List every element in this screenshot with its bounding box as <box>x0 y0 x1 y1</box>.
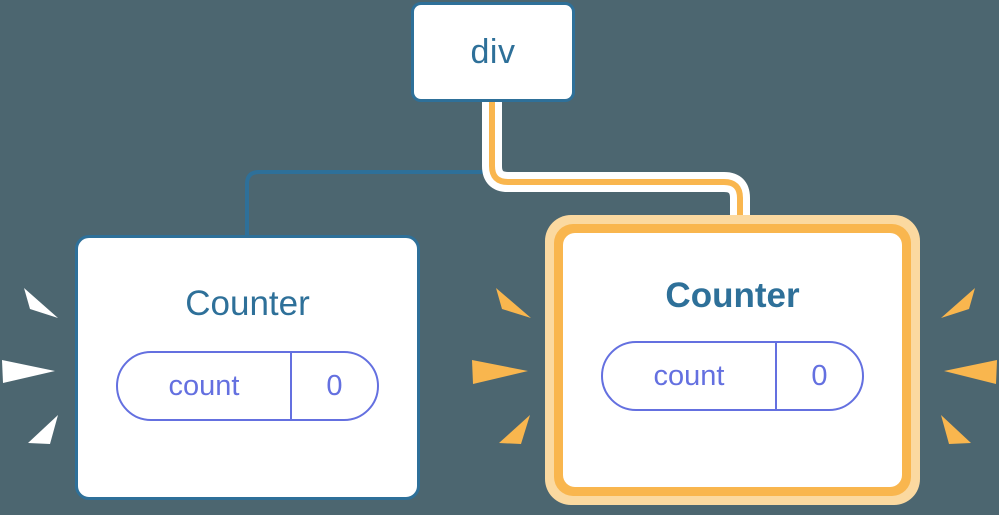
sparkle-ray-icon <box>28 415 58 444</box>
sparkle-left <box>2 288 58 444</box>
sparkle-ray-icon <box>472 360 528 384</box>
state-pill-counter-right[interactable]: count 0 <box>601 341 864 411</box>
sparkle-ray-icon <box>941 415 971 444</box>
state-pill-counter-left[interactable]: count 0 <box>116 351 379 421</box>
node-counter-right[interactable]: Counter count 0 <box>563 233 902 487</box>
sparkle-ray-icon <box>941 288 975 318</box>
sparkle-ray-icon <box>2 360 55 383</box>
sparkle-right <box>941 288 997 444</box>
state-value-label: 0 <box>775 343 862 409</box>
state-key-label: count <box>653 359 725 392</box>
node-counter-left-label: Counter <box>185 284 310 323</box>
sparkle-ray-icon <box>496 288 531 318</box>
state-value-label: 0 <box>290 353 377 419</box>
sparkle-middle <box>472 288 531 444</box>
node-counter-right-highlight-border: Counter count 0 <box>554 224 911 496</box>
edge-div-to-counter-left <box>245 98 494 238</box>
sparkle-ray-icon <box>24 288 58 318</box>
edge-div-to-counter-right-halo <box>482 100 750 232</box>
node-counter-left[interactable]: Counter count 0 <box>75 235 420 500</box>
edge-div-to-counter-right <box>489 100 743 232</box>
node-div[interactable]: div <box>411 2 575 102</box>
sparkle-ray-icon <box>944 360 997 384</box>
sparkle-ray-icon <box>499 415 530 444</box>
node-counter-right-highlight-ring: Counter count 0 <box>545 215 920 505</box>
node-div-label: div <box>470 33 516 71</box>
node-counter-right-label: Counter <box>665 276 800 315</box>
state-key-label: count <box>168 369 240 402</box>
